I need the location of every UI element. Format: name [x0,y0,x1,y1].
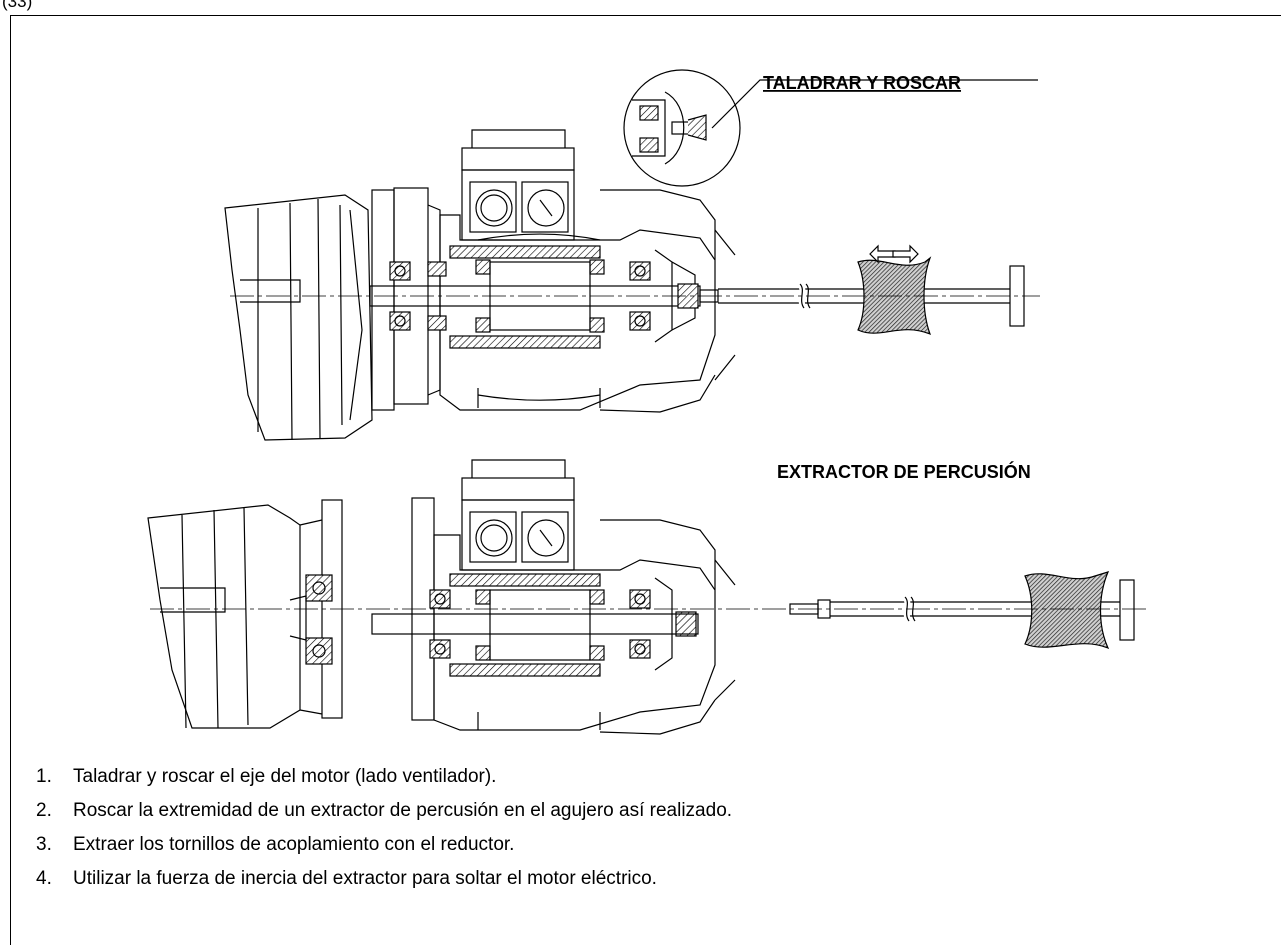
bottom-extractor [789,571,1135,650]
label-drill-and-tap: TALADRAR Y ROSCAR [763,73,961,93]
figure-number: (33) [2,0,33,11]
list-item: 4.Utilizar la fuerza de inercia del extr… [36,868,657,889]
top-flange-left [371,189,395,411]
technical-drawing: TALADRAR Y ROSCAR EXTRACTOR DE PERCUSIÓN [147,69,1150,735]
instruction-list: 1.Taladrar y roscar el eje del motor (la… [36,760,732,896]
bottom-gearbox [147,499,343,729]
top-bearing-right [629,249,696,343]
list-item: 2.Roscar la extremidad de un extractor d… [36,800,733,821]
label-percussion-extractor: EXTRACTOR DE PERCUSIÓN [777,461,1031,482]
top-detail-view [623,69,1038,187]
top-terminal-box [461,129,575,241]
bottom-assembly [147,459,1135,735]
bottom-terminal-box [461,459,575,571]
list-item: 3.Extraer los tornillos de acoplamiento … [36,834,515,855]
figure-frame [10,15,1281,945]
top-bearing-left [389,261,447,331]
bottom-gearbox-bearing [289,574,333,665]
top-assembly [224,69,1038,441]
list-item: 1.Taladrar y roscar el eje del motor (la… [36,766,497,787]
top-gearbox [224,194,373,441]
bottom-motor-shaft [371,613,699,635]
top-extractor [699,244,1025,336]
top-motor-body [439,189,736,413]
bottom-motor-body [433,519,736,735]
